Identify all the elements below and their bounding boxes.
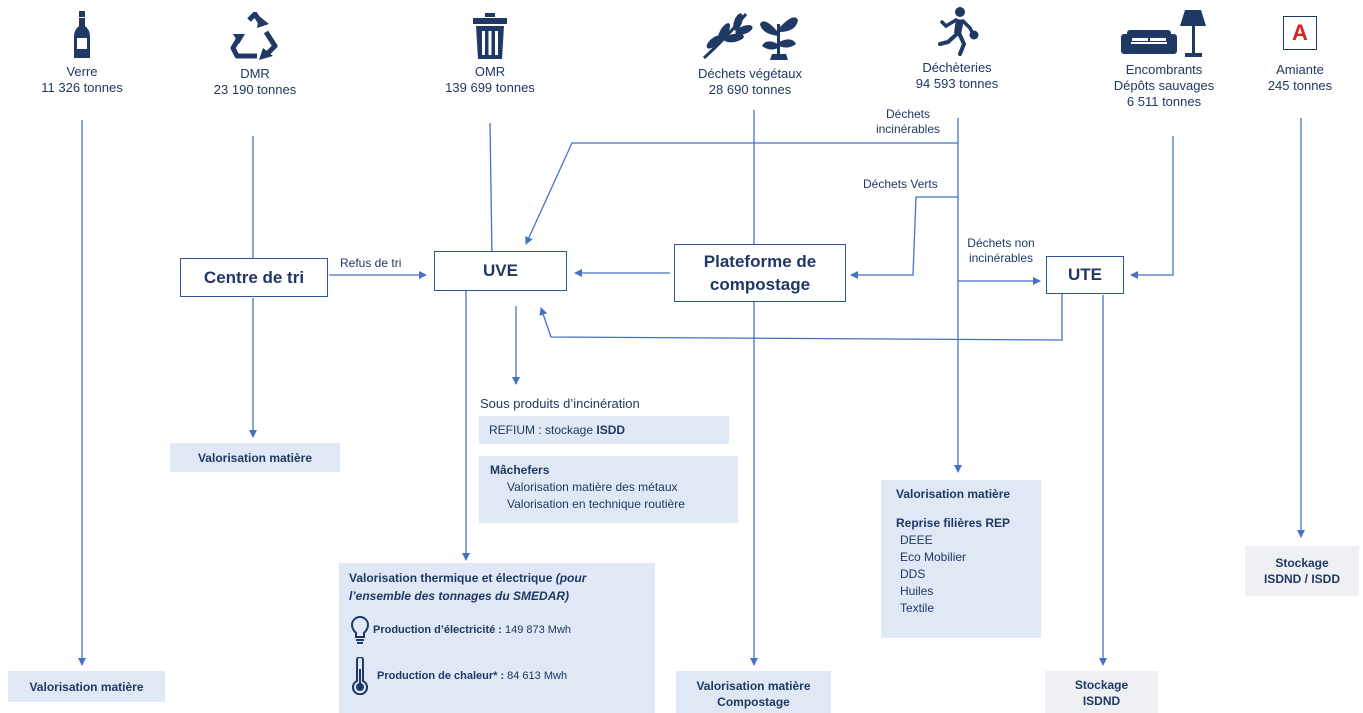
source-amiante: A Amiante 245 tonnes	[1255, 16, 1345, 94]
asbestos-letter: A	[1292, 20, 1308, 45]
depots-sauvages-label: Dépôts sauvages	[1113, 78, 1215, 93]
rep-item-eco-mobilier: Eco Mobilier	[900, 550, 967, 564]
decheteries-valorisation-title: Valorisation matière	[896, 487, 1011, 501]
rep-item-textile: Textile	[900, 601, 935, 615]
valorisation-thermique-panel: Valorisation thermique et électrique (po…	[339, 563, 655, 713]
compostage-valorisation: Valorisation matière Compostage	[676, 671, 831, 713]
omr-label: OMR	[474, 64, 506, 79]
ute-stockage-isdnd: Stockage ISDND	[1045, 671, 1158, 713]
centre-de-tri-node: Centre de tri	[180, 258, 328, 297]
plant-icon	[702, 13, 798, 60]
source-verre: Verre 11 326 tonnes	[37, 10, 127, 96]
machefers-routiere: Valorisation en technique routière	[507, 497, 685, 511]
encombrants-label: Encombrants	[1125, 62, 1203, 77]
bottle-icon	[74, 11, 90, 58]
uve-node: UVE	[434, 251, 567, 291]
verre-label: Verre	[66, 64, 98, 79]
machefers-box: Mâchefers Valorisation matière des métau…	[479, 456, 738, 523]
source-encombrants: Encombrants Dépôts sauvages 6 511 tonnes	[1094, 8, 1234, 110]
electricite-label: Production d’électricité :	[373, 623, 502, 636]
verre-valorisation-matiere: Valorisation matière	[8, 671, 165, 702]
decheteries-valorisation-panel: Valorisation matière Reprise filières RE…	[881, 480, 1041, 638]
dmr-valorisation-matiere: Valorisation matière	[170, 443, 340, 472]
arrow-omr-uve	[489, 122, 493, 258]
dechets-non-incinerables-label: Déchets non incinérables	[967, 236, 1035, 265]
dmr-tonnage: 23 190 tonnes	[213, 82, 297, 97]
amiante-tonnage: 245 tonnes	[1267, 78, 1333, 93]
trash-bin-icon	[473, 13, 507, 59]
rep-item-deee: DEEE	[900, 533, 933, 547]
rep-title: Reprise filières REP	[896, 516, 1011, 530]
arrow-ute-uve	[539, 294, 1063, 341]
dechets-verts-label: Déchets Verts	[863, 177, 938, 191]
chaleur-label: Production de chaleur* :	[377, 669, 505, 682]
encombrants-tonnage: 6 511 tonnes	[1126, 94, 1202, 109]
plateforme-compostage-node: Plateforme de compostage	[674, 244, 846, 302]
arrow-dechets-verts	[850, 196, 958, 279]
running-person-icon	[938, 7, 979, 56]
source-vegetaux: Déchets végétaux 28 690 tonnes	[680, 8, 820, 98]
rep-item-dds: DDS	[900, 567, 926, 581]
amiante-label: Amiante	[1276, 62, 1324, 77]
source-decheteries: Déchèteries 94 593 tonnes	[897, 6, 1017, 92]
refus-tri-label: Refus de tri	[340, 256, 402, 270]
machefers-title: Mâchefers	[490, 463, 550, 477]
machefers-metaux: Valorisation matière des métaux	[507, 480, 678, 494]
vegetaux-label: Déchets végétaux	[697, 66, 803, 81]
omr-tonnage: 139 699 tonnes	[445, 80, 535, 95]
decheteries-tonnage: 94 593 tonnes	[915, 76, 999, 91]
vegetaux-tonnage: 28 690 tonnes	[708, 82, 792, 97]
electricite-value: 149 873 Mwh	[504, 623, 572, 636]
thermometer-icon	[352, 657, 368, 695]
chaleur-value: 84 613 Mwh	[507, 669, 568, 682]
ute-node: UTE	[1046, 256, 1124, 294]
dmr-label: DMR	[240, 66, 270, 81]
arrow-encombrants-ute	[1130, 136, 1174, 279]
recycle-icon	[230, 12, 278, 60]
verre-tonnage: 11 326 tonnes	[41, 80, 123, 95]
arrow-incinerables	[525, 142, 958, 245]
lightbulb-icon	[350, 615, 370, 644]
refium-box: REFIUM : stockage ISDD	[479, 416, 729, 444]
decheteries-label: Déchèteries	[922, 60, 992, 75]
amiante-stockage: Stockage ISDND / ISDD	[1245, 546, 1359, 596]
source-dmr: DMR 23 190 tonnes	[205, 12, 305, 98]
source-omr: OMR 139 699 tonnes	[430, 12, 550, 96]
sous-produits-title: Sous produits d’incinération	[480, 396, 640, 411]
sofa-lamp-icon	[1121, 10, 1206, 57]
rep-item-huiles: Huiles	[900, 584, 934, 598]
dechets-incinerables-label: Déchets incinérables	[875, 107, 941, 136]
asbestos-icon: A	[1283, 16, 1317, 50]
